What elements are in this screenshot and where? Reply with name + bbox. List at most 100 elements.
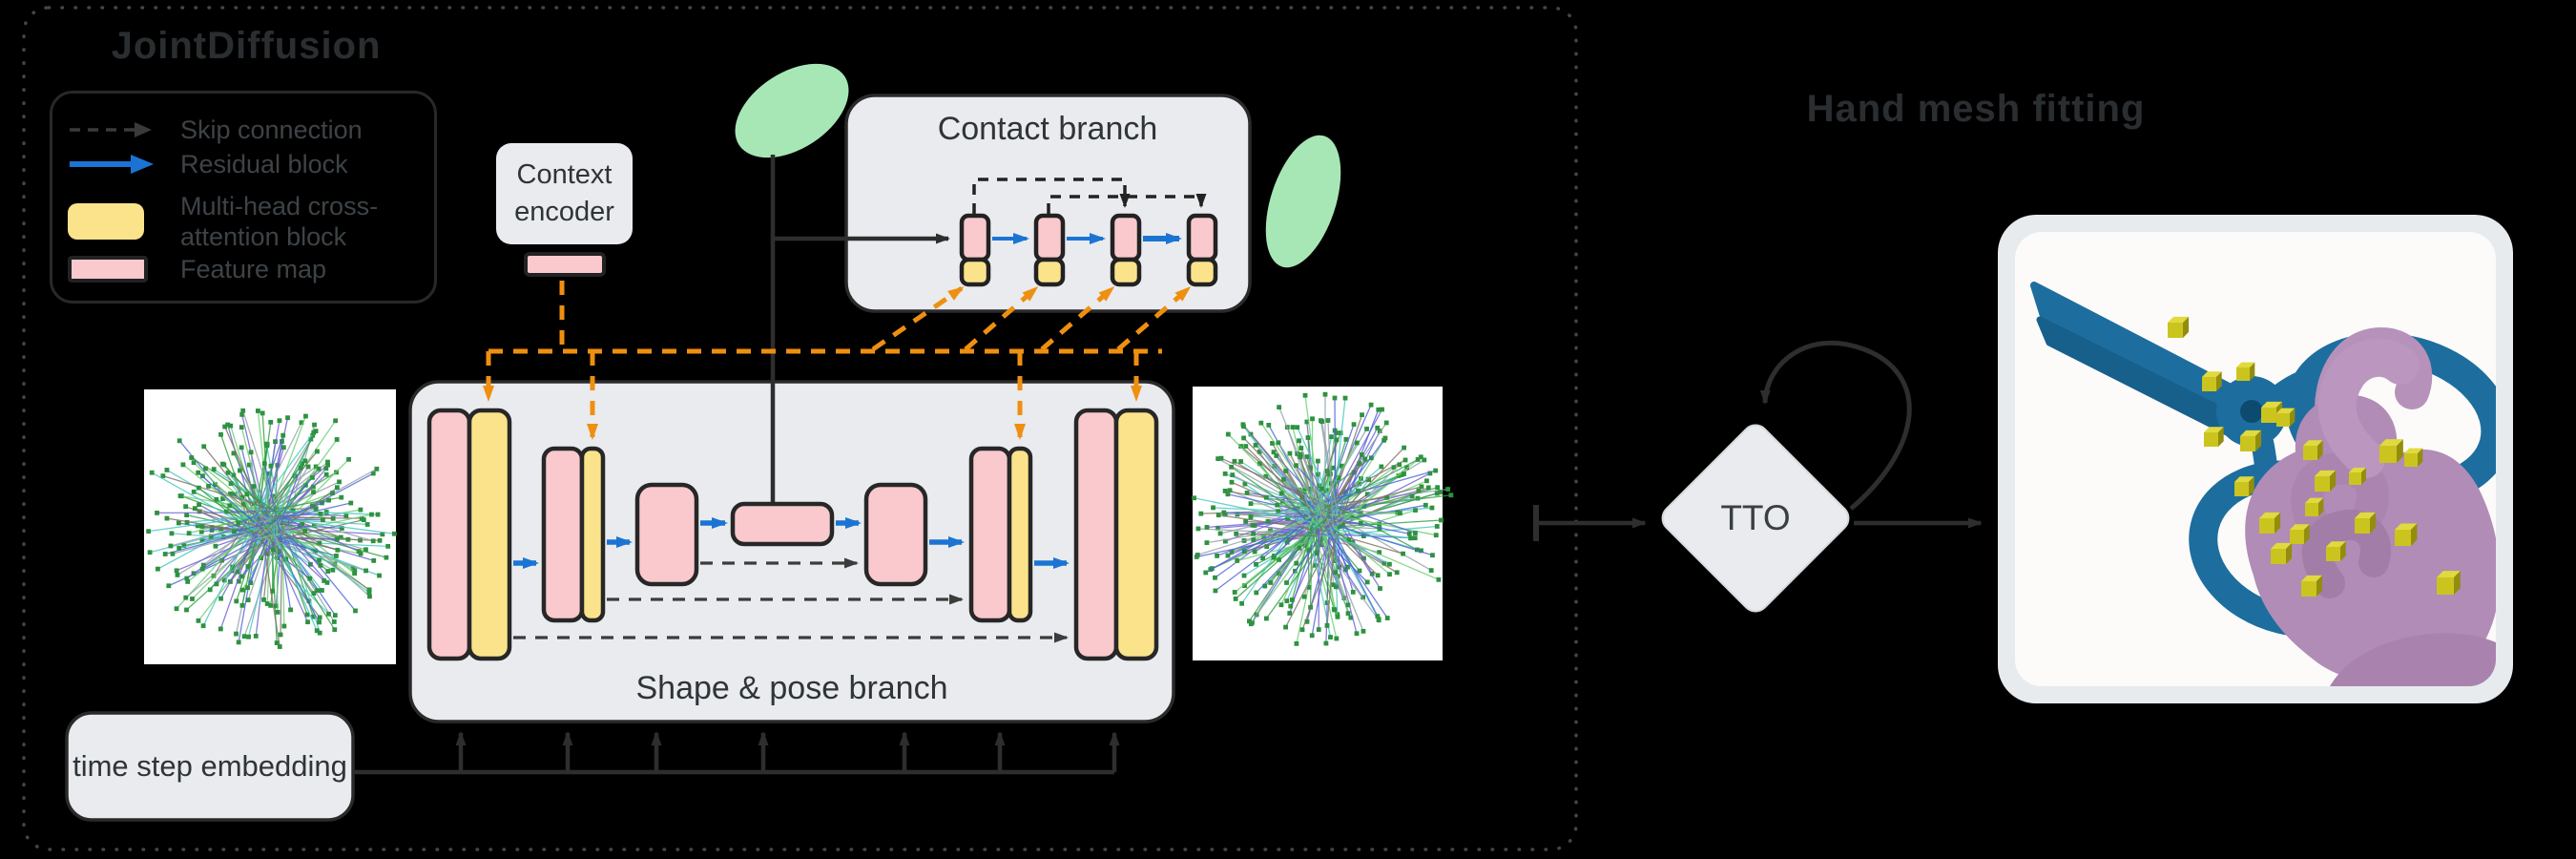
- point-cloud-dot: [367, 594, 372, 599]
- point-cloud-ray: [238, 513, 259, 524]
- point-cloud-dot: [1434, 491, 1440, 496]
- point-cloud-dot: [391, 531, 397, 536]
- point-cloud-dot: [377, 573, 382, 578]
- point-cloud-ray: [1321, 524, 1337, 573]
- point-cloud-ray: [227, 471, 285, 540]
- point-cloud-dot: [275, 610, 280, 615]
- point-cloud-ray: [1216, 515, 1322, 556]
- point-cloud-dot: [339, 494, 344, 500]
- point-cloud-dot: [325, 459, 330, 465]
- point-cloud-dot: [1306, 548, 1312, 554]
- point-cloud-dot: [1380, 407, 1384, 412]
- point-cloud-dot: [259, 555, 264, 561]
- cross-attention-yellow-block-icon: [68, 203, 159, 241]
- point-cloud-dot: [313, 464, 319, 470]
- point-cloud-ray: [197, 471, 264, 532]
- time-step-embedding-box: [65, 711, 355, 822]
- point-cloud-dot: [264, 443, 270, 449]
- point-cloud-dot: [320, 588, 324, 593]
- point-cloud-dot: [1319, 486, 1324, 492]
- point-cloud-dot: [241, 634, 247, 639]
- contact-cube: [2301, 575, 2323, 581]
- point-cloud-dot: [1439, 517, 1444, 523]
- contact-block-1: [959, 213, 991, 287]
- point-cloud-dot: [277, 644, 282, 649]
- point-cloud-dot: [234, 631, 239, 637]
- point-cloud-dot: [174, 568, 179, 574]
- point-cloud-ray: [162, 474, 278, 512]
- point-cloud-dot: [166, 583, 172, 589]
- contact-cube: [2301, 581, 2316, 597]
- point-cloud-dot: [1285, 515, 1290, 521]
- point-cloud-dot: [308, 436, 314, 442]
- point-cloud-dot: [1336, 475, 1341, 480]
- point-cloud-ray: [256, 431, 315, 510]
- point-cloud-dot: [314, 628, 320, 634]
- point-cloud-dot: [1294, 463, 1298, 469]
- contact-cube: [2397, 439, 2403, 463]
- point-cloud-ray: [1243, 437, 1311, 508]
- point-cloud-dot: [203, 466, 208, 471]
- point-cloud-dot: [298, 465, 303, 471]
- point-cloud-dot: [1264, 544, 1270, 550]
- point-cloud-dot: [364, 522, 370, 527]
- point-cloud-dot: [1287, 611, 1293, 616]
- contact-cube: [2202, 371, 2222, 377]
- point-cloud-dot: [248, 450, 254, 455]
- point-cloud-dot: [196, 618, 201, 623]
- point-cloud-dot: [358, 551, 364, 556]
- point-cloud-dot: [380, 532, 385, 537]
- point-cloud-ray: [1253, 523, 1307, 534]
- encoder3-feature-map: [634, 482, 699, 587]
- contact-cube: [2315, 470, 2337, 476]
- point-cloud-dot: [1323, 640, 1329, 646]
- point-cloud-dot: [268, 602, 274, 608]
- shape-pose-branch-box: [408, 380, 1175, 723]
- point-cloud-ray: [1291, 520, 1315, 600]
- point-cloud-dot: [245, 597, 251, 603]
- contact-cubes: [2168, 316, 2461, 597]
- point-cloud-ray: [273, 516, 363, 519]
- point-cloud-dot: [1375, 614, 1381, 619]
- point-cloud-dot: [1213, 588, 1218, 594]
- point-cloud-dot: [326, 497, 331, 503]
- point-cloud-dot: [160, 473, 166, 479]
- point-cloud-dot: [239, 587, 245, 593]
- point-cloud-dot: [1358, 520, 1363, 526]
- point-cloud-dot: [1225, 431, 1231, 437]
- point-cloud-dot: [1288, 603, 1294, 609]
- point-cloud-dot: [280, 439, 284, 444]
- point-cloud-dot: [191, 460, 197, 466]
- contact-cube: [2355, 518, 2370, 534]
- point-cloud-ray: [1326, 533, 1337, 626]
- legend-item-residual-block: Residual block: [68, 149, 430, 179]
- point-cloud-ray: [280, 467, 301, 525]
- point-cloud-dot: [348, 500, 354, 506]
- point-cloud-dot: [1260, 555, 1265, 561]
- point-cloud-dot: [1345, 611, 1351, 617]
- bottleneck-feature-map: [730, 501, 835, 547]
- point-cloud-dot: [1248, 501, 1254, 507]
- legend-label: Feature map: [180, 255, 327, 283]
- point-cloud-dot: [1412, 535, 1418, 541]
- contact-cube: [2255, 430, 2262, 451]
- contact-cube: [2271, 549, 2286, 564]
- point-cloud-dot: [316, 466, 322, 471]
- contact-cube: [2318, 497, 2324, 516]
- point-cloud-dot: [181, 543, 187, 549]
- point-cloud-dot: [1294, 560, 1299, 566]
- point-cloud-dot: [1239, 600, 1245, 606]
- point-cloud-ray: [1236, 534, 1334, 562]
- contact-cube: [2330, 470, 2337, 492]
- point-cloud-dot: [1422, 457, 1427, 463]
- point-cloud-dot: [1448, 492, 1454, 498]
- point-cloud-dot: [184, 513, 190, 518]
- point-cloud-dot: [300, 521, 305, 527]
- point-cloud-dot: [1251, 537, 1257, 542]
- contact-cube: [2240, 436, 2255, 451]
- point-cloud-dot: [1377, 550, 1382, 555]
- point-cloud-dot: [317, 619, 322, 625]
- point-cloud-dot: [239, 445, 244, 450]
- point-cloud-ray: [1330, 456, 1422, 533]
- point-cloud-dot: [1316, 627, 1321, 632]
